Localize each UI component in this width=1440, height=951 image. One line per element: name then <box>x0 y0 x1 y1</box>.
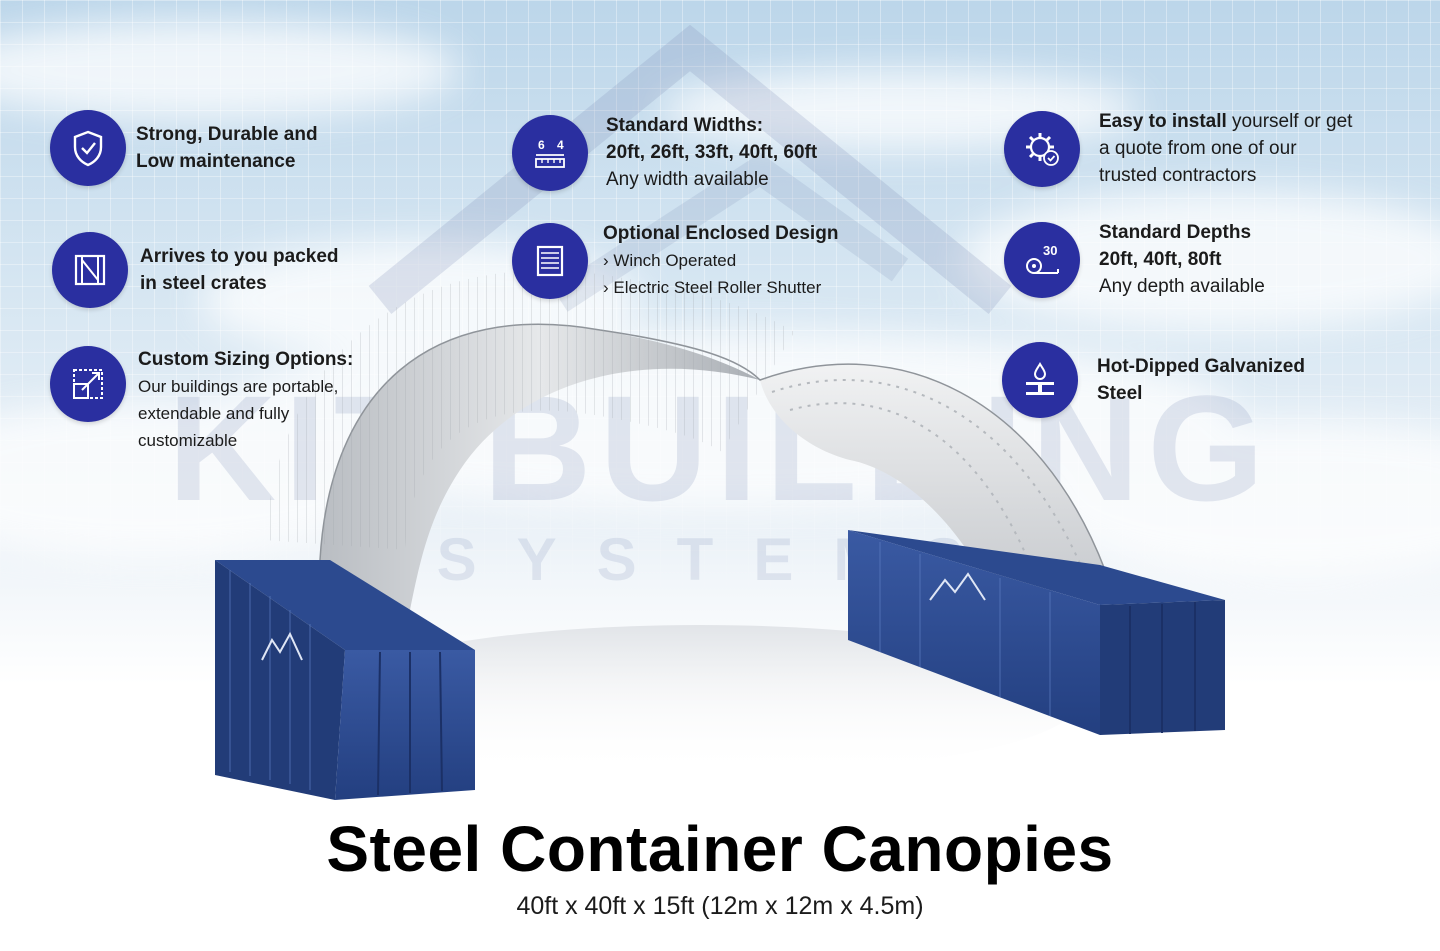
feature-install: Easy to install yourself or get a quote … <box>1004 108 1352 189</box>
shield-check-icon <box>50 110 126 186</box>
feature-depths-heading: Standard Depths <box>1099 222 1252 243</box>
feature-sizing-line-3: customizable <box>138 431 238 450</box>
feature-sizing-heading: Custom Sizing Options: <box>138 349 354 370</box>
feature-crates-line-1: Arrives to you packed <box>140 246 339 267</box>
feature-install-rest: yourself or get <box>1226 111 1353 132</box>
feature-durable: Strong, Durable and Low maintenance <box>50 110 318 186</box>
ruler-width-number-right: 4 <box>557 138 564 152</box>
feature-install-bold: Easy to install <box>1099 111 1227 132</box>
feature-galvanized-line-1: Hot-Dipped Galvanized <box>1097 356 1305 377</box>
feature-widths: 6 4 Standard Widths: 20ft, 26ft, 33ft, 4… <box>512 112 817 193</box>
feature-depths-note: Any depth available <box>1099 276 1265 297</box>
feature-galvanized-line-2: Steel <box>1097 383 1143 404</box>
ruler-width-icon: 6 4 <box>512 114 588 191</box>
feature-sizing-line-1: Our buildings are portable, <box>138 377 339 396</box>
page-subtitle: 40ft x 40ft x 15ft (12m x 12m x 4.5m) <box>516 892 924 920</box>
canopy-arch <box>265 270 1106 610</box>
feature-depths: 30 Standard Depths 20ft, 40ft, 80ft Any … <box>1004 219 1265 300</box>
crate-icon <box>52 232 128 308</box>
gear-wrench-icon <box>1004 110 1080 187</box>
feature-crates: Arrives to you packed in steel crates <box>52 232 339 308</box>
ruler-width-number-left: 6 <box>538 138 545 152</box>
feature-enclosed-option-2: › Electric Steel Roller Shutter <box>603 278 822 297</box>
canopy-scene <box>215 270 1225 800</box>
resize-icon <box>50 346 126 422</box>
left-shipping-container <box>215 560 475 800</box>
feature-enclosed: Optional Enclosed Design › Winch Operate… <box>512 220 838 301</box>
feature-crates-line-2: in steel crates <box>140 273 267 294</box>
tape-measure-icon: 30 <box>1004 221 1080 298</box>
feature-widths-note: Any width available <box>606 169 769 190</box>
feature-durable-line-2: Low maintenance <box>136 151 296 172</box>
feature-install-line-2: a quote from one of our <box>1099 138 1297 159</box>
feature-enclosed-option-1: › Winch Operated <box>603 251 737 270</box>
feature-enclosed-heading: Optional Enclosed Design <box>603 223 839 244</box>
right-shipping-container <box>848 530 1225 735</box>
feature-install-line-3: trusted contractors <box>1099 165 1257 186</box>
feature-widths-heading: Standard Widths: <box>606 115 764 136</box>
feature-galvanized: Hot-Dipped Galvanized Steel <box>1002 342 1305 418</box>
page-title: Steel Container Canopies <box>326 813 1114 885</box>
feature-sizing-line-2: extendable and fully <box>138 404 290 423</box>
feature-sizing: Custom Sizing Options: Our buildings are… <box>50 346 353 454</box>
feature-widths-values: 20ft, 26ft, 33ft, 40ft, 60ft <box>606 142 818 163</box>
tape-measure-number: 30 <box>1043 243 1057 258</box>
roller-shutter-icon <box>512 222 588 299</box>
feature-depths-values: 20ft, 40ft, 80ft <box>1099 249 1222 270</box>
galvanized-beam-icon <box>1002 342 1078 418</box>
feature-durable-line-1: Strong, Durable and <box>136 124 318 145</box>
